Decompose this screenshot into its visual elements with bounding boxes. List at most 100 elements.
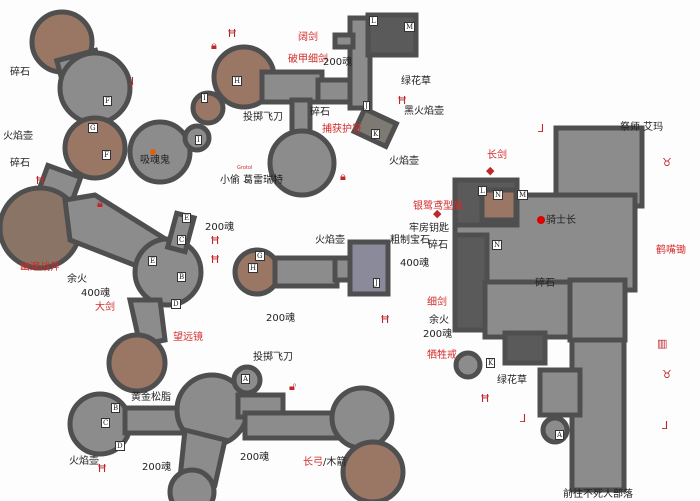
label-rubble: 碎石 [428,240,448,251]
label-firebomb: 火焰壶 [315,235,345,246]
label-rubble: 碎石 [310,107,330,118]
label-rubble: 碎石 [535,278,555,289]
room-letter: C [101,418,111,428]
treasure-icon: ◆ [433,207,442,220]
label-rubble: 碎石 [10,67,30,78]
room-letter: I [195,135,202,145]
demon-icon: ♉ [662,156,672,169]
label-broadsword: 阔剑 [298,32,318,43]
gate-icon: ▥ [657,337,668,350]
lock-icon: 🔒︎ [340,170,346,183]
label-telescope: 望远镜 [173,332,203,343]
label-soul-sucker: 吸魂鬼 [140,155,170,166]
label-longbow: 长弓 [303,457,323,468]
lock-icon: 🔒︎ [211,39,217,52]
ladder-icon: Ħ [35,174,46,187]
ladder-icon: Ħ [397,94,408,107]
room-letter: N [493,190,504,200]
treasure-icon: ◆ [486,164,495,177]
label-longbow-arrows: 长弓/木箭 [303,457,346,468]
label-firebomb: 火焰壶 [389,156,419,167]
label-moss: 绿花草 [497,375,527,386]
label-black-firebomb: 黑火焰壶 [404,106,444,117]
label-silver-shield: 银鹭鸢型盾 [413,201,463,212]
room-letter: D [171,299,181,309]
ladder-icon: Ħ [210,234,221,247]
label-cell-key: 牢房钥匙 [409,223,449,234]
ladder-icon: Ħ [97,462,108,475]
room-letter: H [232,76,243,86]
label-sacrifice-ring: 牺牲戒 [427,350,457,361]
bonfire-icon: ⅃ [128,75,135,88]
label-pickaxe: 鹤嘴锄 [656,245,686,256]
ladder-icon: Ħ [210,253,221,266]
room-letter: J [363,101,370,111]
label-greatsword: 大剑 [95,302,115,313]
label-capture-charm: 捕获护符 [322,124,362,135]
room-letter: G [88,123,98,133]
label-firebomb: 火焰壶 [3,131,33,142]
room-letter: N [492,240,503,250]
room-telescope [106,332,168,394]
room-letter: A [241,374,251,384]
room-letter: J [373,278,380,288]
label-throwing-knife: 投掷飞刀 [243,112,283,123]
label-200-souls: 200魂 [266,313,296,324]
room-letter: H [248,263,259,273]
lock-icon: 🔓︎ [289,380,297,393]
label-200-souls: 200魂 [240,452,270,463]
room-letter: K [371,129,381,139]
bonfire-icon: ⅃ [662,419,669,432]
room-letter: D [115,441,125,451]
label-longsword: 长剑 [487,150,507,161]
label-priest-emma: 祭师 艾玛 [620,122,664,133]
label-knight-captain: 骑士长 [546,215,576,226]
room-letter: F [103,96,112,106]
room-letter: F [102,150,111,160]
ladder-icon: Ħ [380,313,391,326]
label-npc-name: Grotol [237,165,253,171]
label-200-souls: 200魂 [323,57,353,68]
room-letter: C [177,235,187,245]
room-g [62,115,128,181]
ladder-icon: Ħ [227,27,238,40]
label-thief-npc: 小偷 葛雷瑞特 [220,175,284,186]
bonfire-icon: ⅃ [538,122,545,135]
label-estoc: 破甲细剑 [288,54,328,65]
label-abyss-axe: 幽邃战斧 [20,262,60,273]
room-letter: L [369,16,378,26]
label-400-souls: 400魂 [400,258,430,269]
room-letter: M [517,190,529,200]
label-moss: 绿花草 [401,76,431,87]
ladder-icon: Ħ [480,392,491,405]
room-letter: B [177,272,187,282]
room-letter: K [486,358,496,368]
knight-captain-marker [537,216,545,224]
label-crude-gem: 粗制宝石 [390,235,430,246]
demon-icon: ♉ [662,368,672,381]
label-ember: 余火 [429,315,449,326]
label-200-souls: 200魂 [423,329,453,340]
label-throwing-knife: 投掷飞刀 [253,352,293,363]
lock-icon: 🔒︎ [97,197,103,210]
soul-sucker-marker [150,149,156,155]
bonfire-icon: ⅃ [520,412,527,425]
room-letter: L [478,186,487,196]
label-rapier: 细剑 [427,297,447,308]
label-firebomb: 火焰壶 [69,456,99,467]
label-rubble: 碎石 [10,158,30,169]
room-letter: A [555,430,565,440]
label-ember: 余火 [67,274,87,285]
room-f [57,50,133,126]
room-letter: B [111,403,121,413]
label-to-undead-burg: 前往不死人部落 [563,489,633,500]
room-letter: G [255,251,265,261]
room-letter: M [404,22,416,32]
label-200-souls: 200魂 [142,462,172,473]
room-letter: E [182,213,192,223]
room-letter: E [148,256,158,266]
label-gold-resin: 黄金松脂 [131,392,171,403]
label-400-souls: 400魂 [81,288,111,299]
